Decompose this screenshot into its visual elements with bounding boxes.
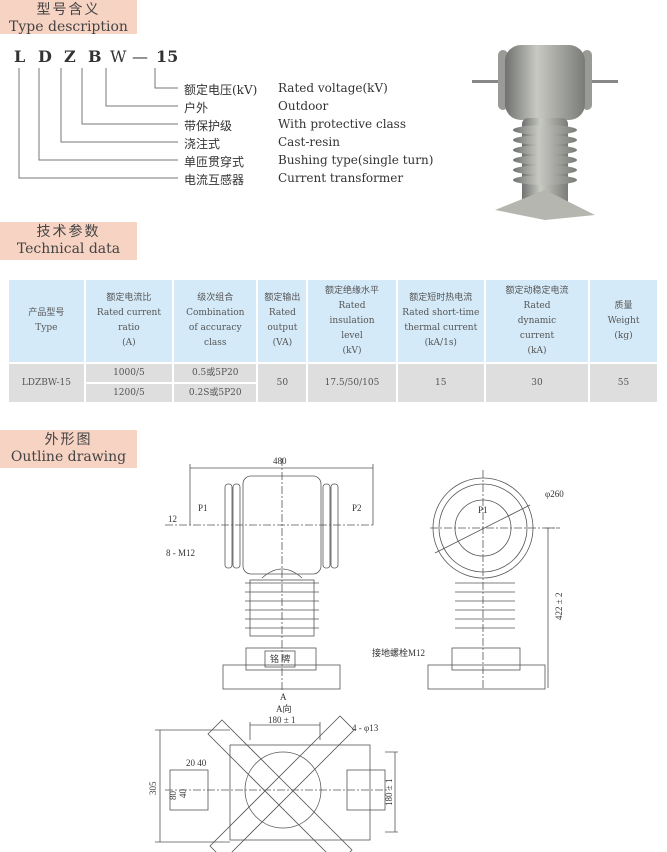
dim-base-height: 180 ± 1 xyxy=(384,779,394,806)
meaning-en: Outdoor xyxy=(278,99,329,113)
section-title-cn: 型号含义 xyxy=(36,2,101,18)
table-row: LDZBW-15 1000/5 0.5或5P20 50 17.5/50/105 … xyxy=(7,362,659,404)
cell-accuracy: 0.5或5P20 xyxy=(172,362,259,384)
cell-type: LDZBW-15 xyxy=(7,362,86,404)
cell-ratio: 1000/5 xyxy=(83,362,175,384)
meaning-cn: 户外 xyxy=(184,101,209,115)
label-p1-side: P1 xyxy=(478,505,488,515)
code-letter: B xyxy=(88,47,102,66)
meaning-cn: 浇注式 xyxy=(184,137,221,151)
section-technical-data: 技术参数 Technical data xyxy=(0,222,137,260)
label-arrow-a: A xyxy=(280,692,287,702)
dim-width: 480 xyxy=(273,456,287,466)
label-p1: P1 xyxy=(198,503,208,513)
cell-weight: 55 xyxy=(588,362,659,404)
code-letter: 15 xyxy=(156,47,179,66)
code-letter: Z xyxy=(64,47,76,66)
label-bolts: 8 - M12 xyxy=(166,548,195,558)
label-view-a: A向 xyxy=(276,703,292,714)
dim-80: 80 xyxy=(168,791,178,801)
code-letter: W xyxy=(110,47,127,66)
dim-base-width: 180 ± 1 xyxy=(268,715,295,725)
section-title-cn: 技术参数 xyxy=(36,224,101,240)
section-title-en: Outline drawing xyxy=(10,449,127,465)
cell-dynamic: 30 xyxy=(483,362,591,404)
cell-output: 50 xyxy=(256,362,309,404)
label-holes: 4 - φ13 xyxy=(352,723,379,733)
dim-305: 305 xyxy=(148,781,158,795)
meaning-cn: 单匝贯穿式 xyxy=(184,155,245,169)
section-title-en: Type description xyxy=(9,19,128,35)
code-letter: L xyxy=(14,47,26,66)
code-letter: D xyxy=(38,47,52,66)
meaning-cn: 带保护级 xyxy=(184,119,233,133)
dim-12: 12 xyxy=(168,514,177,524)
label-p2: P2 xyxy=(352,503,362,513)
code-leader-lines xyxy=(18,68,178,179)
dim-height: 422 ± 2 xyxy=(554,593,564,620)
section-type-description: 型号含义 Type description xyxy=(0,0,137,35)
cell-insulation: 17.5/50/105 xyxy=(306,362,398,404)
meaning-en: Rated voltage(kV) xyxy=(278,81,388,95)
meaning-en: Bushing type(single turn) xyxy=(278,153,434,167)
cell-ratio: 1200/5 xyxy=(83,382,175,404)
table-row: 1200/5 0.2S或5P20 xyxy=(8,382,658,404)
meaning-cn: 电流互感器 xyxy=(184,173,245,187)
dim-20-40: 20 40 xyxy=(186,758,207,768)
meaning-cn: 额定电压(kV) xyxy=(184,83,258,97)
section-outline-drawing: 外形图 Outline drawing xyxy=(0,430,137,468)
section-title-cn: 外形图 xyxy=(44,432,93,448)
cell-thermal: 15 xyxy=(395,362,486,404)
label-nameplate: 铭 牌 xyxy=(270,653,290,664)
meaning-en: With protective class xyxy=(278,117,406,131)
product-photo xyxy=(472,45,618,220)
code-letter: — xyxy=(132,47,148,66)
cell-accuracy: 0.2S或5P20 xyxy=(172,382,259,404)
meaning-en: Cast-resin xyxy=(278,135,340,149)
dim-diameter: φ260 xyxy=(545,489,564,499)
label-ground-bolt: 接地螺栓M12 xyxy=(372,647,425,658)
dim-40: 40 xyxy=(178,789,188,799)
section-title-en: Technical data xyxy=(16,241,121,257)
meaning-en: Current transformer xyxy=(278,171,404,185)
